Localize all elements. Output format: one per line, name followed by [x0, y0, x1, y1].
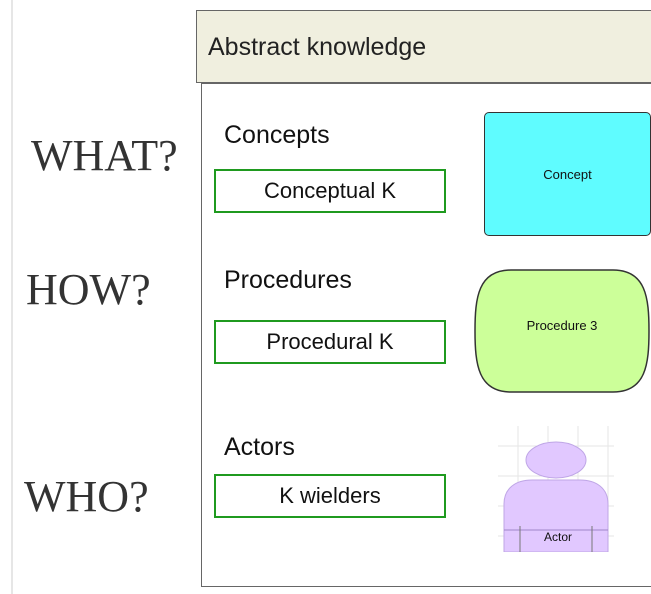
- left-divider: [11, 0, 13, 594]
- concepts-label: Concepts: [224, 121, 330, 149]
- procedure-shape[interactable]: [473, 268, 651, 394]
- procedures-label: Procedures: [224, 266, 352, 294]
- conceptual-k-box[interactable]: Conceptual K: [214, 169, 446, 213]
- concept-shape[interactable]: Concept: [484, 112, 651, 236]
- question-who: WHO?: [24, 472, 149, 521]
- procedural-k-box[interactable]: Procedural K: [214, 320, 446, 364]
- question-how: HOW?: [26, 265, 151, 314]
- actor-icon[interactable]: [498, 426, 614, 552]
- actor-shape-label: Actor: [543, 530, 572, 544]
- question-what: WHAT?: [31, 131, 178, 180]
- actors-label: Actors: [224, 433, 295, 461]
- concept-shape-label: Concept: [543, 166, 592, 182]
- k-wielders-box[interactable]: K wielders: [214, 474, 446, 518]
- abstract-knowledge-header: Abstract knowledge: [196, 10, 651, 83]
- header-title: Abstract knowledge: [208, 33, 427, 61]
- procedure-shape-label: Procedure 3: [526, 318, 598, 333]
